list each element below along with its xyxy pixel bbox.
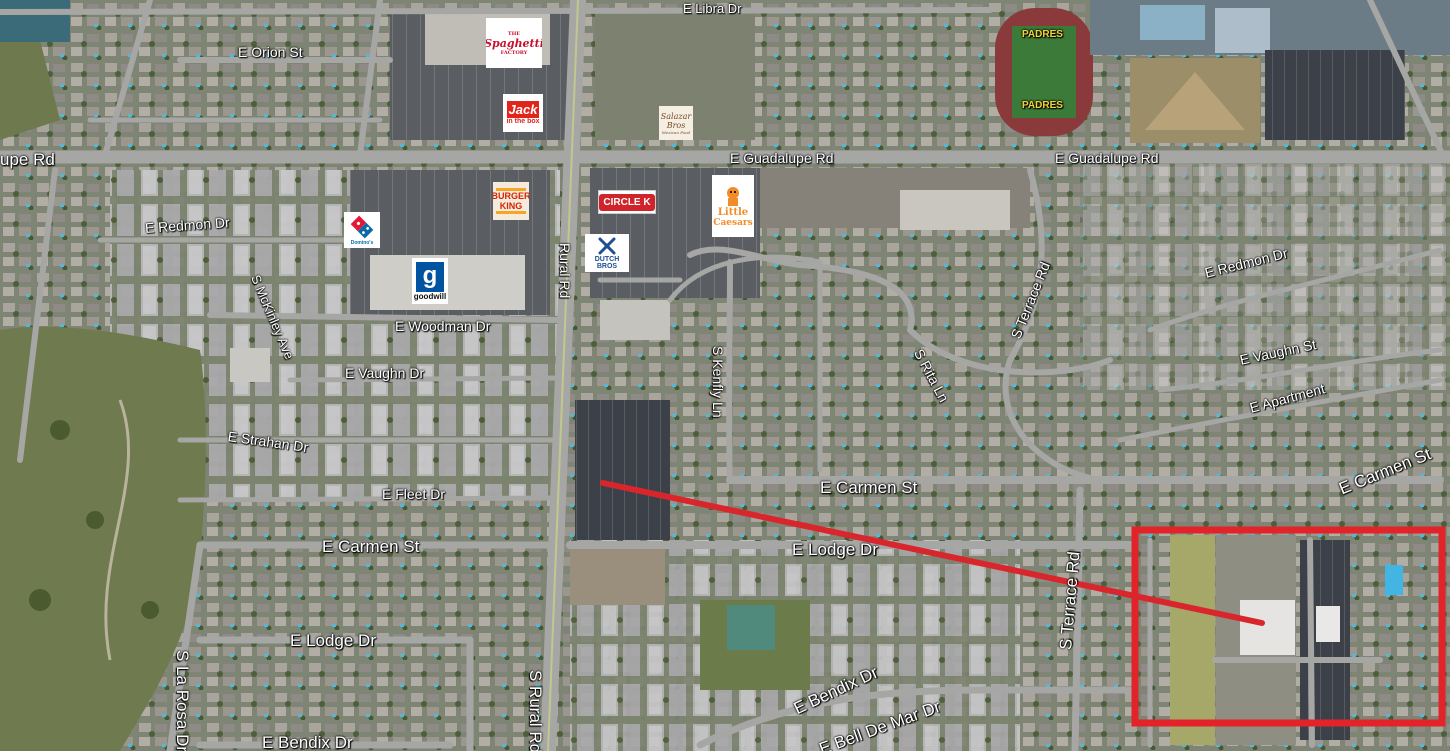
logo-salazar-bros[interactable]: Salazar Bros Mexican Food	[659, 106, 693, 140]
logo-little-caesars[interactable]: Little Caesars	[712, 175, 754, 237]
logo-circle-k-text: CIRCLE K	[599, 193, 655, 211]
street-label-bendix-left: E Bendix Dr	[262, 733, 353, 751]
street-label-carmen-center: E Carmen St	[820, 478, 918, 497]
street-label-rural-lower: S Rural Rd	[526, 670, 545, 751]
caesar-man-icon	[727, 186, 739, 206]
logo-goodwill[interactable]: g goodwill	[412, 258, 448, 304]
street-label-rural-upper: Rural Rd	[557, 243, 573, 299]
street-label-fleet: E Fleet Dr	[382, 486, 446, 502]
logo-salazar-1: Salazar	[660, 111, 692, 121]
street-label-carmen-left: E Carmen St	[322, 537, 420, 556]
street-label-guadalupe-center: E Guadalupe Rd	[730, 150, 834, 166]
street-label-lodge-left: E Lodge Dr	[290, 631, 376, 650]
subject-area-highlight	[1131, 526, 1446, 727]
logo-spaghetti-main: Spaghetti	[486, 36, 542, 50]
stadium-label-top: PADRES	[1022, 29, 1063, 40]
logo-goodwill-text: goodwill	[413, 291, 447, 301]
street-label-libra: E Libra Dr	[683, 1, 742, 16]
logo-salazar-2: Bros	[666, 120, 686, 130]
logo-jack-main: Jack	[506, 101, 540, 118]
windmill-icon	[598, 237, 616, 255]
logo-spaghetti-small: THE	[507, 30, 521, 37]
logo-dominos-text: Domino's	[350, 240, 374, 246]
logo-dominos[interactable]: Domino's	[344, 212, 380, 248]
street-label-lodge-center: E Lodge Dr	[792, 540, 878, 559]
logo-spaghetti-sub: FACTORY	[500, 49, 528, 56]
logo-burger-king[interactable]: BURGER KING	[493, 182, 529, 220]
street-label-guadalupe-left: upe Rd	[0, 150, 55, 169]
logo-burger-bun	[496, 188, 526, 191]
logo-jack-in-the-box[interactable]: Jack in the box	[503, 94, 543, 132]
logo-dutch-text: DUTCH BROS	[594, 256, 620, 270]
goodwill-mark-icon: g	[416, 261, 444, 292]
logo-jack-sub: in the box	[506, 118, 540, 125]
stadium-label-bottom: PADRES	[1022, 100, 1063, 111]
logo-burger-2: KING	[499, 201, 523, 211]
street-label-vaughn-left: E Vaughn Dr	[345, 365, 425, 381]
logo-little-1: Little	[717, 206, 749, 218]
logo-spaghetti-factory[interactable]: THE Spaghetti FACTORY	[486, 18, 542, 68]
logo-salazar-3: Mexican Food	[661, 129, 691, 135]
street-label-woodman: E Woodman Dr	[395, 318, 491, 334]
street-label-guadalupe-right: E Guadalupe Rd	[1055, 150, 1159, 166]
domino-icon	[350, 215, 374, 239]
street-label-kenfly: S Kenfly Ln	[710, 346, 726, 418]
logo-dutch-bros[interactable]: DUTCH BROS	[585, 234, 629, 272]
logo-burger-1: BURGER	[493, 191, 529, 201]
street-label-la-rosa: S La Rosa Dr	[173, 650, 192, 751]
logo-little-2: Caesars	[713, 217, 753, 228]
pointer-line	[600, 480, 1265, 626]
logo-burger-bun-bottom	[496, 211, 526, 214]
street-label-orion: E Orion St	[238, 44, 303, 60]
logo-circle-k[interactable]: CIRCLE K	[598, 190, 656, 214]
